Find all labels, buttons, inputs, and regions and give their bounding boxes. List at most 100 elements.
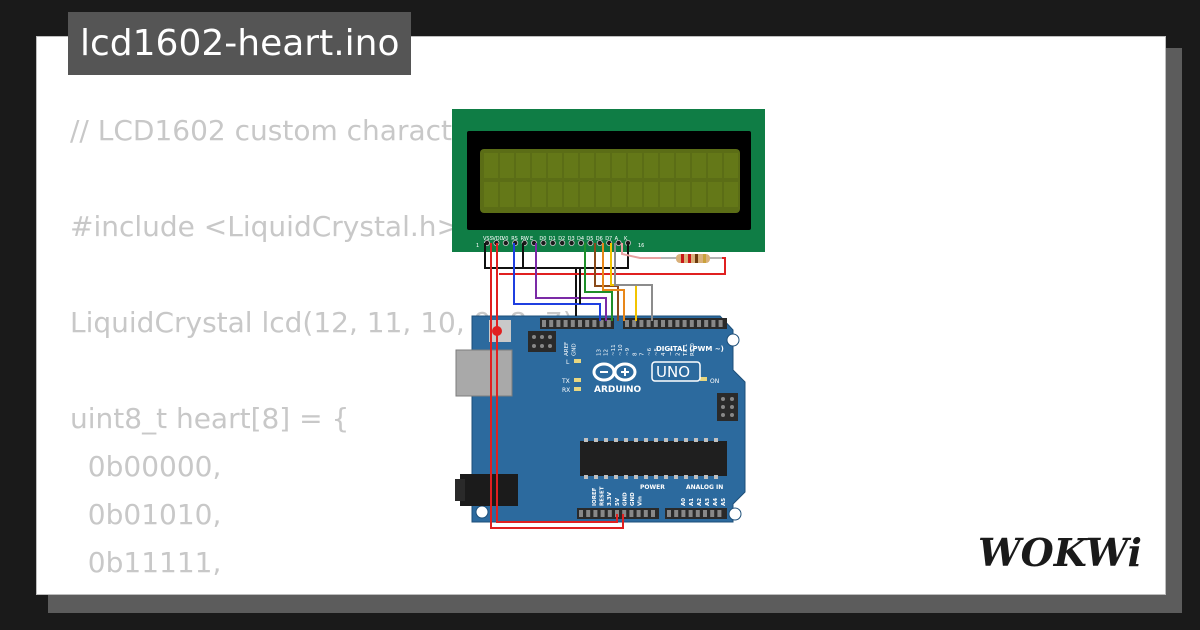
header-pin [585,320,590,327]
lcd-cell [548,182,562,207]
usb-port [455,349,513,397]
lcd-pin-label: RS [511,236,518,242]
digital-pin-label: 8 [632,352,638,356]
analog-pin-label: A3 [705,498,711,506]
header-pin [599,320,604,327]
lcd-pin-label: D5 [586,236,593,242]
lcd-cell [580,182,594,207]
header-pin [653,320,658,327]
digital-header-high [540,318,614,329]
header-pin [718,320,723,327]
chip-leg [714,438,718,442]
wire-pink [621,243,661,259]
header-pin [600,510,605,517]
power-pin-label: 3.3V [607,491,613,506]
lcd-cell [660,182,674,207]
wire-black [576,243,629,269]
lcd-pin-label: D4 [577,236,584,242]
wire-purple [535,243,607,321]
lcd-pin-label: D1 [549,236,556,242]
header-pin [682,320,687,327]
lcd-pin-label: E [530,236,533,242]
analog-pin-label: A2 [697,498,703,506]
chip-leg [654,438,658,442]
chip-leg [694,475,698,479]
header-pin [643,510,648,517]
lcd-cell [596,182,610,207]
chip-leg [684,475,688,479]
lcd-cell [676,153,690,178]
header-pin [563,320,568,327]
lcd-cell [532,182,546,207]
wokwi-logo: WOKWi [978,530,1142,575]
code-line: #include <LiquidCrystal.h> [70,210,460,243]
lcd-cell [724,182,738,207]
chip-leg [604,475,608,479]
header-pin [607,510,612,517]
wire-green [584,243,613,321]
digital-pin-label: TX 1 [683,344,689,357]
lcd-char-grid [484,153,738,207]
chip-leg [704,475,708,479]
led-rx [574,387,581,391]
chip-leg [684,438,688,442]
lcd-pin-label: D6 [596,236,603,242]
header-pin [704,320,709,327]
lcd-cell [564,153,578,178]
header-pin [675,320,680,327]
header-pin [606,320,611,327]
chip-leg [614,475,618,479]
lcd-pin-label: D3 [568,236,575,242]
mounting-hole [728,507,742,521]
code-line: 0b01010, [70,498,222,531]
lcd-pin [568,239,575,246]
code-line: 0b00000, [70,450,222,483]
digital-pin-label: 2 [676,353,682,357]
wire-black [484,243,577,316]
header-pin [717,510,722,517]
lcd-pin-label: D0 [539,236,546,242]
lcd-cell [660,153,674,178]
chip-leg [674,438,678,442]
digital-label: DIGITAL (PWM ~) [656,345,724,353]
lcd-pin-label: D2 [558,236,565,242]
chip-leg [624,475,628,479]
analog-pin-label: A1 [689,498,695,506]
chip-leg [604,438,608,442]
header-pin [695,510,700,517]
lcd-cell [628,153,642,178]
chip-leg [664,438,668,442]
header-pin [636,510,641,517]
chip-leg [614,438,618,442]
lcd-cell [548,153,562,178]
lcd-cell [596,153,610,178]
chip-leg [664,475,668,479]
header-pin [556,320,561,327]
header-pin [622,510,627,517]
resistor[interactable] [661,254,722,263]
lcd-pin-label: K [624,236,628,242]
power-pin-label: GND [622,492,628,506]
header-pin [592,320,597,327]
lcd-pin [502,239,509,246]
wire-red [496,243,618,523]
header-pin [703,510,707,517]
led-tx-label: TX [561,378,570,385]
header-pin [667,510,671,517]
lcd-cell [500,182,514,207]
chip-leg [634,475,638,479]
lcd-cell [532,153,546,178]
chip-leg [644,438,648,442]
wire-brown [594,243,619,321]
icsp-header-2 [717,393,738,421]
chip-leg [704,438,708,442]
lcd-cell [676,182,690,207]
digital-pin-label: 12 [604,349,610,356]
header-pin [570,320,575,327]
header-pin [674,510,679,517]
arduino-brand: ARDUINO [594,385,642,395]
chip-leg [674,475,678,479]
lcd-cell [708,153,722,178]
